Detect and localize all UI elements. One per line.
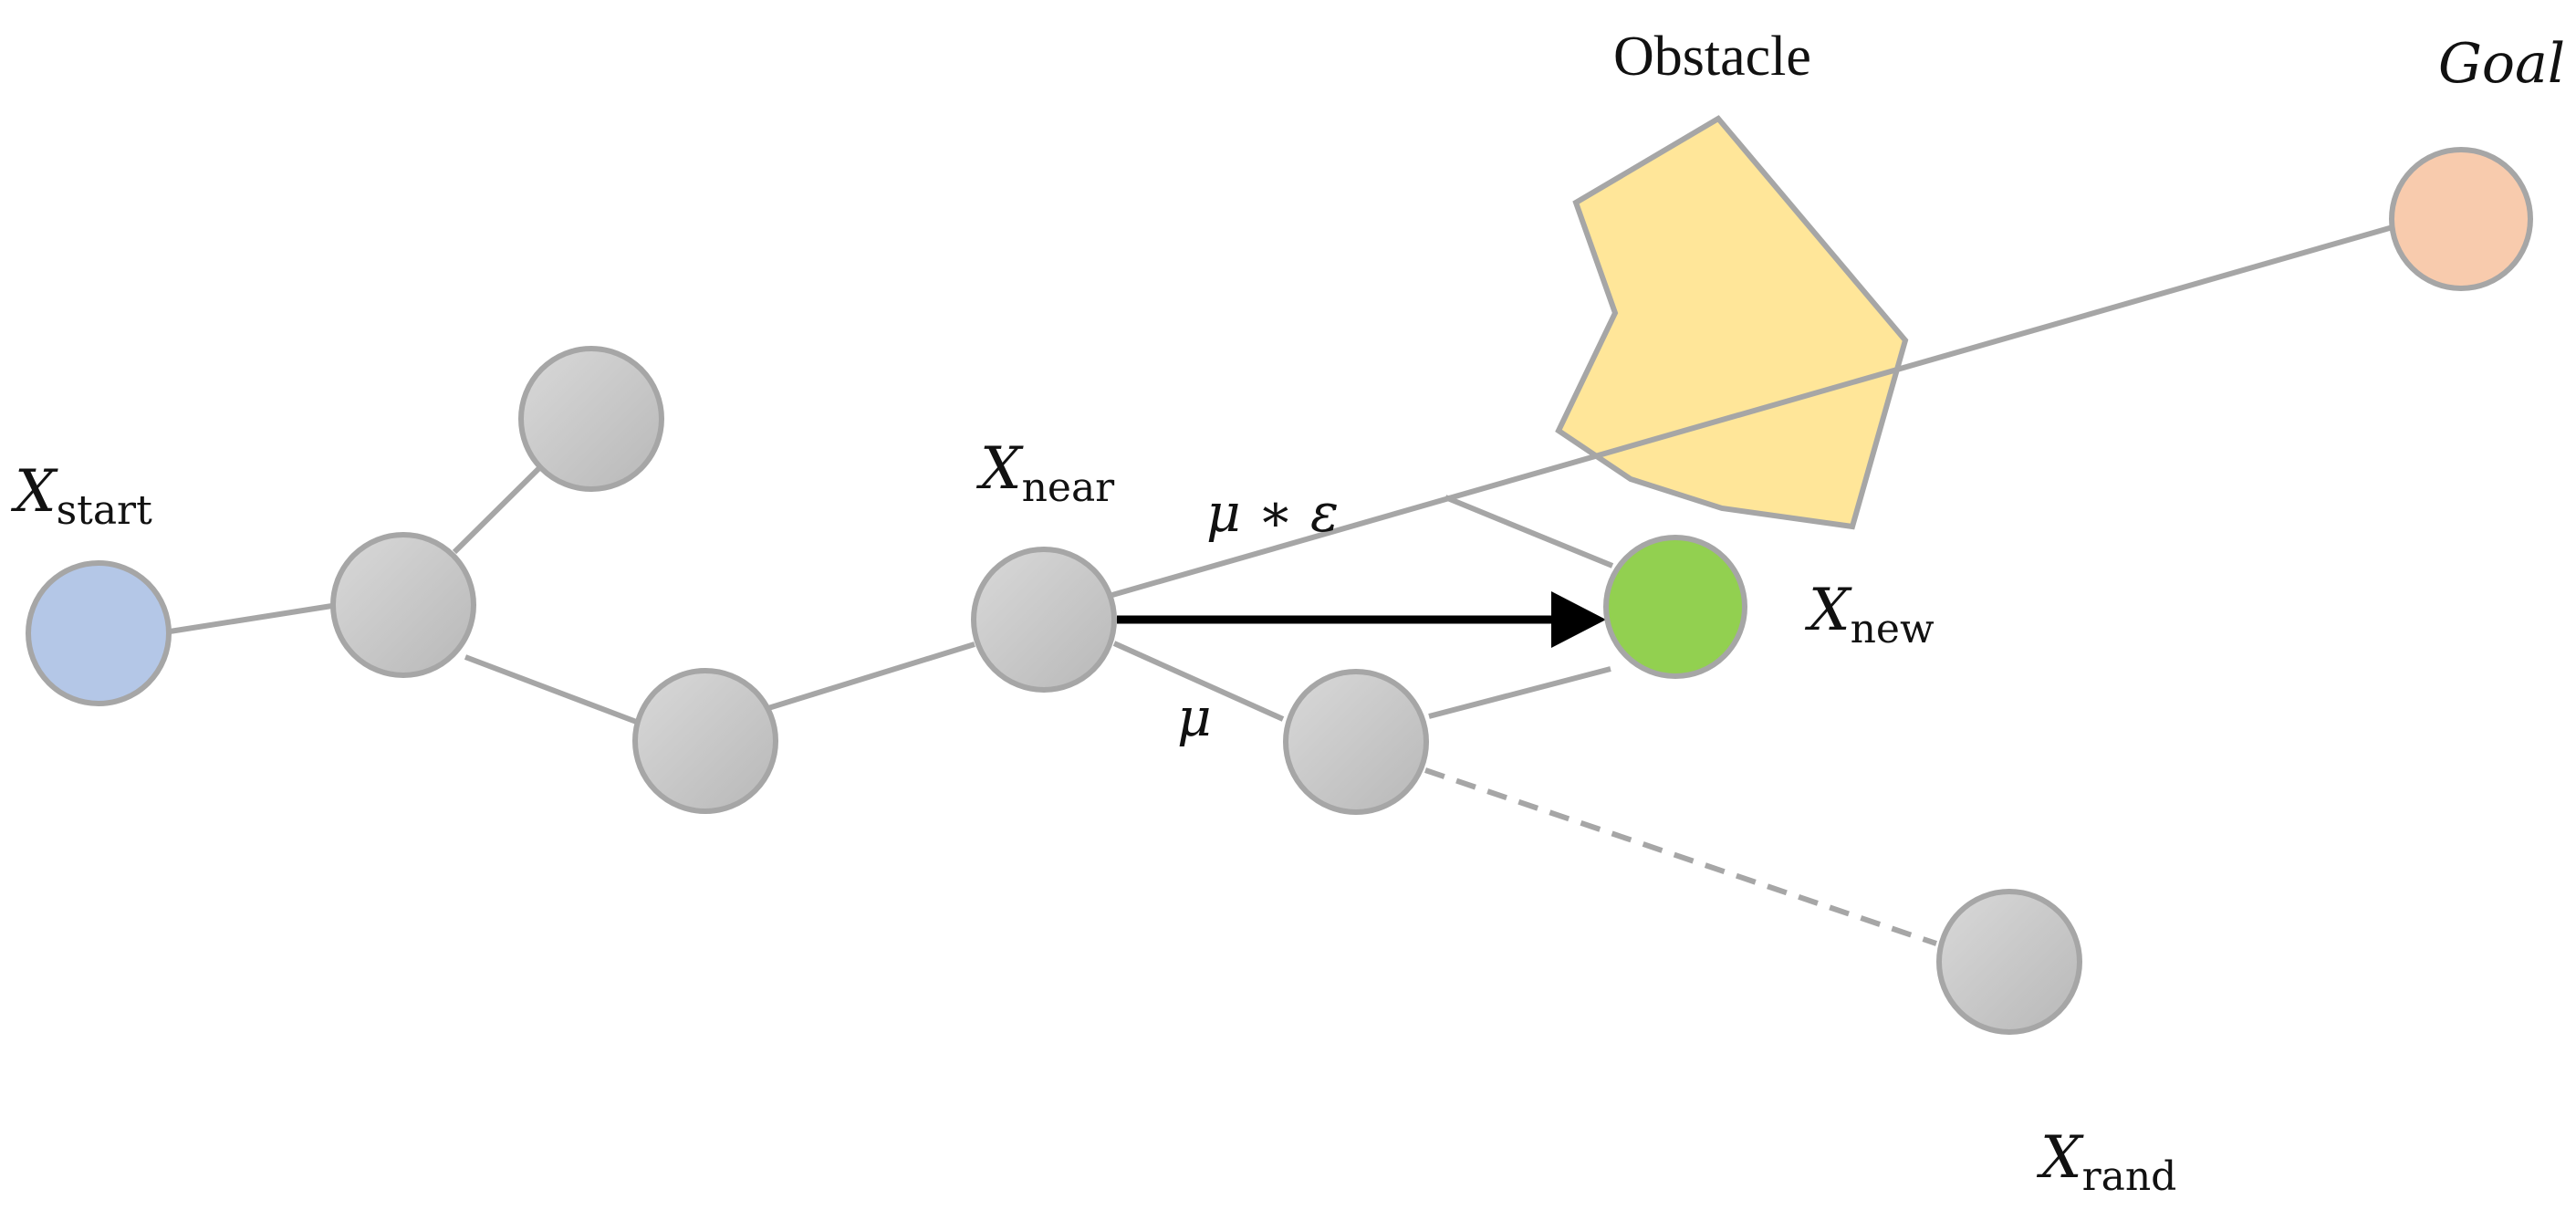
- label-obstacle: Obstacle: [1613, 26, 1811, 88]
- label-new: Xnew: [1804, 577, 1935, 652]
- edge-start-n1: [169, 602, 339, 634]
- goal-node: [2389, 147, 2533, 291]
- tree-node: [1283, 669, 1429, 815]
- edge-mid-new: [1444, 495, 1614, 568]
- start-node: [26, 560, 172, 706]
- rand-node: [1936, 889, 2082, 1035]
- extend-arrow: [1117, 591, 1606, 648]
- label-start: Xstart: [10, 458, 152, 534]
- label-step-scaled: μ ∗ ε: [1206, 482, 1339, 544]
- new-node: [1603, 535, 1747, 679]
- obstacle-polygon: [1555, 115, 1909, 530]
- edge-n3-near: [767, 642, 975, 711]
- edge-near-mu: [1112, 641, 1285, 722]
- edge-n1-n2: [452, 461, 547, 555]
- edge-mu-new: [1428, 666, 1611, 719]
- near-node: [971, 547, 1117, 693]
- label-step: μ: [1177, 686, 1212, 748]
- edge-near-goal: [1111, 224, 2393, 598]
- tree-edges: [169, 224, 2393, 946]
- edge-n1-n3: [464, 654, 641, 725]
- tree-node: [330, 532, 476, 678]
- label-rand: Xrand: [2036, 1124, 2176, 1200]
- label-near: Xnear: [975, 435, 1115, 511]
- tree-node: [632, 668, 778, 814]
- edge-mu-rand-dashed: [1424, 767, 1937, 946]
- label-goal: Goal: [2438, 32, 2565, 96]
- tree-node: [518, 346, 664, 492]
- nodes: [26, 147, 2533, 1035]
